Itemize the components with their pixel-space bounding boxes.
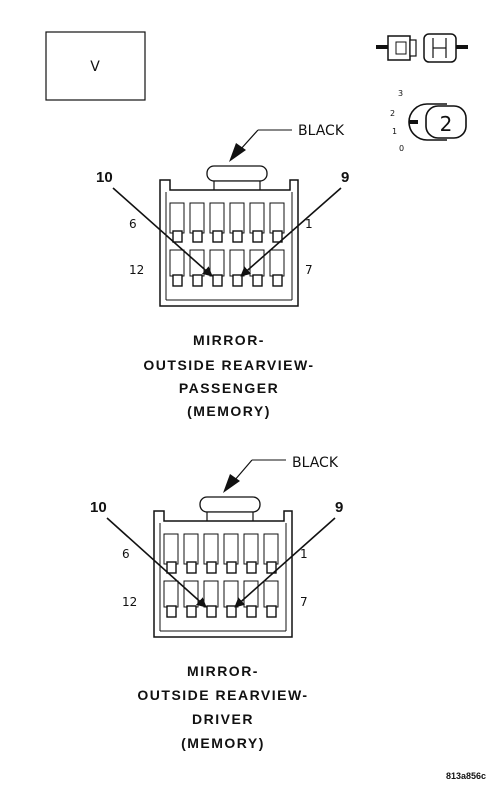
pin-9-pointer: [240, 187, 342, 277]
cavity-grid: [169, 202, 285, 287]
pin-label-10: 10: [90, 499, 107, 516]
connector-title: MIRROR- OUTSIDE REARVIEW- DRIVER (MEMORY…: [137, 663, 308, 751]
scale-mark-2: 2: [390, 109, 395, 118]
pin-9-pointer: [234, 517, 336, 608]
title-line: MIRROR-: [187, 663, 259, 679]
row-label-7: 7: [300, 595, 308, 609]
connector-passenger: BLACK 6 1 12 7 10 9 MIRROR- OUT: [96, 123, 349, 419]
pin-10-pointer: [112, 187, 213, 277]
connector-number: 2: [440, 112, 453, 136]
title-line: OUTSIDE REARVIEW-: [143, 357, 314, 373]
pin-label-9: 9: [341, 169, 349, 186]
row-label-1: 1: [300, 547, 308, 561]
connector-number-legend: 3 2 1 0 2: [390, 89, 467, 153]
pin-label-9: 9: [335, 499, 343, 516]
scale-mark-3: 3: [398, 89, 403, 98]
row-label-6: 6: [129, 217, 137, 231]
title-line: (MEMORY): [187, 403, 271, 419]
color-label: BLACK: [298, 123, 345, 139]
figure-code: 813a856c: [446, 771, 486, 781]
connector-latch: [199, 496, 261, 513]
view-label: V: [90, 59, 100, 75]
view-indicator-box: V: [45, 31, 146, 101]
scale-mark-0: 0: [399, 144, 404, 153]
connector-symbol-icon: [376, 33, 468, 63]
row-label-6: 6: [122, 547, 130, 561]
connector-title: MIRROR- OUTSIDE REARVIEW- PASSENGER (MEM…: [143, 332, 314, 419]
row-label-12: 12: [129, 263, 144, 277]
pin-10-pointer: [106, 517, 207, 608]
title-line: OUTSIDE REARVIEW-: [137, 687, 308, 703]
color-label: BLACK: [292, 455, 339, 471]
title-line: DRIVER: [192, 711, 254, 727]
title-line: MIRROR-: [193, 332, 265, 348]
scale-mark-1: 1: [392, 127, 397, 136]
cavity-grid: [163, 533, 279, 618]
title-line: (MEMORY): [181, 735, 265, 751]
title-line: PASSENGER: [179, 380, 279, 396]
pin-label-10: 10: [96, 169, 113, 186]
row-label-1: 1: [305, 217, 313, 231]
connector-latch: [206, 165, 268, 182]
connector-driver: BLACK 6 1 12 7 10 9 MIRROR- OUTSIDE REAR…: [90, 455, 343, 751]
row-label-7: 7: [305, 263, 313, 277]
row-label-12: 12: [122, 595, 137, 609]
